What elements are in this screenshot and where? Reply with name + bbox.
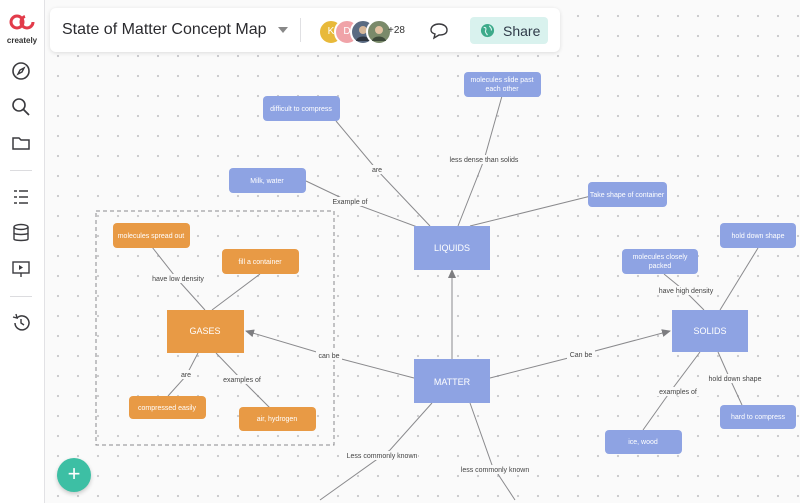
svg-text:fill a container: fill a container bbox=[238, 259, 282, 266]
edge-fill-gases bbox=[211, 273, 261, 311]
label-less-commonly-2: less commonly known bbox=[461, 467, 530, 474]
share-label: Share bbox=[503, 23, 541, 39]
sidebar-separator bbox=[10, 170, 32, 171]
svg-text:Milk, water: Milk, water bbox=[250, 178, 284, 185]
svg-text:difficult to compress: difficult to compress bbox=[270, 106, 332, 113]
edge-matter-less2 bbox=[469, 402, 516, 501]
presentation-icon[interactable] bbox=[10, 258, 32, 280]
user-photo-icon bbox=[372, 26, 386, 41]
sidebar-separator bbox=[10, 296, 32, 297]
history-icon[interactable] bbox=[10, 312, 32, 334]
node-air-hydrogen[interactable]: air, hydrogen bbox=[239, 407, 316, 431]
chevron-down-icon[interactable] bbox=[278, 27, 288, 33]
svg-text:molecules slide past: molecules slide past bbox=[470, 77, 533, 84]
gases-group-frame[interactable] bbox=[95, 210, 335, 446]
edge-holddown-solids bbox=[719, 247, 759, 311]
node-hold-down-shape[interactable]: hold down shape bbox=[720, 223, 796, 248]
label-are-liquids: are bbox=[372, 167, 382, 174]
database-icon[interactable] bbox=[10, 222, 32, 244]
svg-text:Take shape of container: Take shape of container bbox=[590, 192, 665, 199]
add-button[interactable]: + bbox=[57, 458, 91, 492]
label-can-be-right: Can be bbox=[570, 352, 593, 359]
node-take-shape[interactable]: Take shape of container bbox=[588, 182, 667, 207]
label-hold-down-edge: hold down shape bbox=[709, 376, 762, 383]
node-milk-water[interactable]: Milk, water bbox=[229, 168, 306, 193]
svg-text:each other: each other bbox=[485, 86, 519, 93]
list-icon[interactable] bbox=[10, 186, 32, 208]
more-users-count[interactable]: +28 bbox=[388, 25, 405, 36]
comment-icon[interactable] bbox=[428, 22, 450, 40]
folder-icon[interactable] bbox=[10, 132, 32, 154]
svg-text:hold down shape: hold down shape bbox=[732, 233, 785, 240]
creately-logo-icon bbox=[9, 14, 35, 30]
search-icon[interactable] bbox=[10, 96, 32, 118]
logo-text: creately bbox=[6, 36, 38, 45]
label-high-density: have high density bbox=[659, 288, 714, 295]
node-compressed-easily[interactable]: compressed easily bbox=[129, 396, 206, 419]
document-title[interactable]: State of Matter Concept Map bbox=[62, 21, 267, 38]
label-examples-of-gases: examples of bbox=[223, 377, 261, 384]
svg-text:molecules spread out: molecules spread out bbox=[118, 233, 185, 240]
svg-text:LIQUIDS: LIQUIDS bbox=[434, 243, 470, 253]
node-matter[interactable]: MATTER bbox=[414, 359, 490, 403]
node-fill-container[interactable]: fill a container bbox=[222, 249, 299, 274]
globe-icon bbox=[480, 23, 495, 38]
compass-icon[interactable] bbox=[10, 60, 32, 82]
svg-text:SOLIDS: SOLIDS bbox=[693, 326, 726, 336]
node-slide-past[interactable]: molecules slide past each other bbox=[464, 72, 541, 97]
document-topbar: State of Matter Concept Map K D +28 Shar… bbox=[50, 8, 560, 52]
svg-text:MATTER: MATTER bbox=[434, 377, 471, 387]
left-sidebar: creately bbox=[0, 0, 45, 503]
edge-matter-less1 bbox=[319, 402, 433, 501]
node-ice-wood[interactable]: ice, wood bbox=[605, 430, 682, 454]
node-hard-to-compress[interactable]: hard to compress bbox=[720, 405, 796, 429]
svg-text:ice, wood: ice, wood bbox=[628, 439, 658, 446]
node-closely-packed[interactable]: molecules closely packed bbox=[622, 249, 698, 274]
label-less-commonly-1: Less commonly known bbox=[347, 453, 418, 460]
edge-takeshape-liquids bbox=[469, 194, 596, 227]
creately-logo[interactable]: creately bbox=[4, 14, 40, 45]
share-button[interactable]: Share bbox=[470, 17, 548, 44]
label-can-be-left: can be bbox=[318, 353, 339, 360]
label-low-density: have low density bbox=[152, 276, 204, 283]
svg-text:molecules closely: molecules closely bbox=[633, 254, 688, 261]
label-are-gases: are bbox=[181, 372, 191, 379]
svg-text:packed: packed bbox=[649, 263, 672, 270]
node-difficult-to-compress[interactable]: difficult to compress bbox=[263, 96, 340, 121]
node-solids[interactable]: SOLIDS bbox=[672, 310, 748, 352]
topbar-separator bbox=[300, 18, 301, 42]
node-liquids[interactable]: LIQUIDS bbox=[414, 226, 490, 270]
node-gases[interactable]: GASES bbox=[167, 310, 244, 353]
label-less-dense: less dense than solids bbox=[450, 157, 519, 164]
svg-text:GASES: GASES bbox=[189, 326, 220, 336]
svg-text:air, hydrogen: air, hydrogen bbox=[257, 416, 298, 423]
label-example-of: Example of bbox=[332, 199, 367, 206]
avatar[interactable] bbox=[366, 19, 392, 45]
svg-text:hard to compress: hard to compress bbox=[731, 414, 786, 421]
node-spread-out[interactable]: molecules spread out bbox=[113, 223, 190, 248]
plus-icon: + bbox=[67, 461, 81, 486]
svg-text:compressed easily: compressed easily bbox=[138, 405, 196, 412]
edge-labels: are less dense than solids Example of ha… bbox=[150, 155, 762, 474]
label-examples-of-solids: examples of bbox=[659, 389, 697, 396]
